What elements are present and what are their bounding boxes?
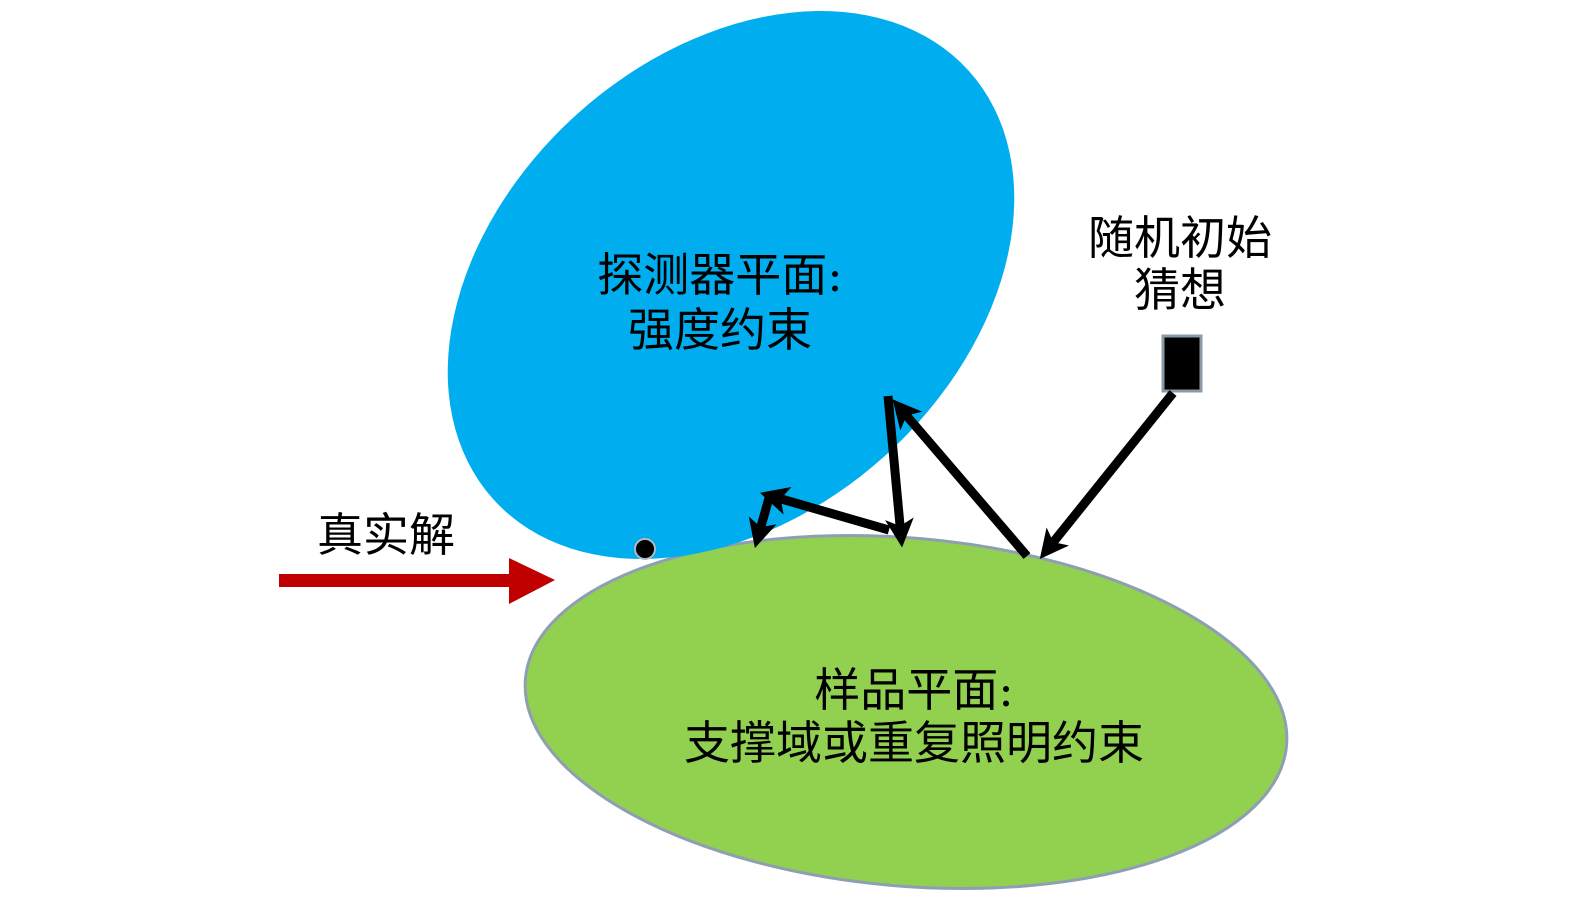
- detector-plane-ellipse: [447, 11, 1015, 559]
- iteration-arrows: [748, 390, 1177, 559]
- sample-plane-subtitle: 支撑域或重复照明约束: [684, 716, 1144, 770]
- arrow-detector-to-sample-1: [883, 395, 914, 548]
- random-initial-guess-line1: 随机初始: [1088, 211, 1272, 265]
- true-solution-point: [634, 538, 656, 560]
- sample-plane-ellipse: [523, 533, 1289, 891]
- sample-plane-title: 样品平面:: [814, 663, 1014, 717]
- initial-guess-marker: [1161, 334, 1203, 393]
- arrow-sample-to-detector-2: [759, 486, 891, 535]
- arrow-guess-to-sample: [1039, 390, 1177, 559]
- random-initial-guess-line2: 猜想: [1134, 263, 1226, 317]
- arrow-detector-to-sample-2: [748, 496, 777, 549]
- detector-plane-subtitle: 强度约束: [628, 303, 812, 357]
- arrow-sample-to-detector-1: [892, 399, 1031, 559]
- true-solution-arrow: [279, 558, 555, 604]
- true-solution-label: 真实解: [317, 508, 455, 562]
- detector-plane-title: 探测器平面:: [597, 248, 843, 302]
